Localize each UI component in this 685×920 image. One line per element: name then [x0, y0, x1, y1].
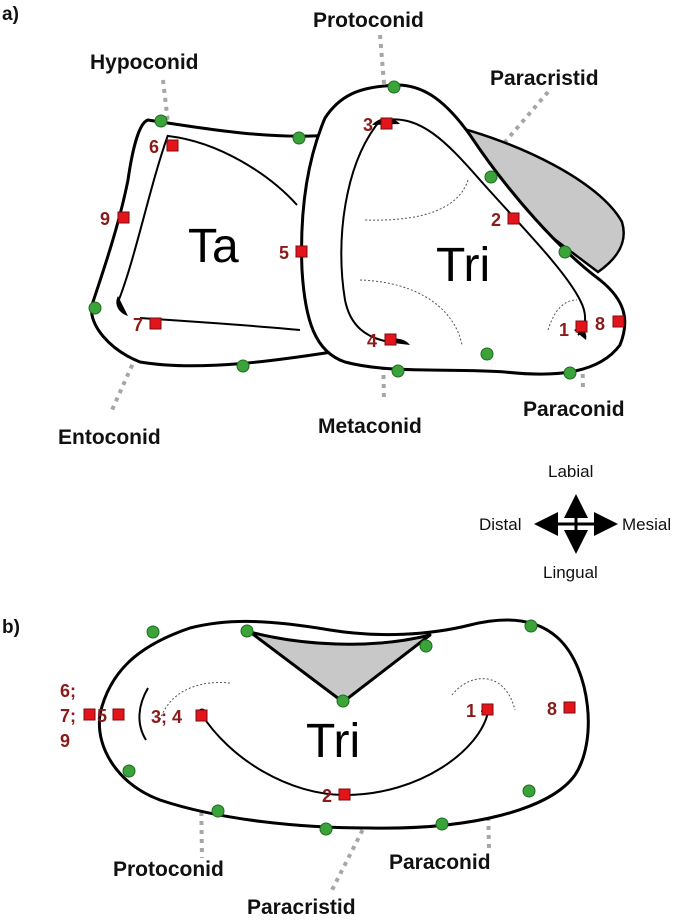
landmark-7	[149, 317, 162, 330]
compass-labial: Labial	[548, 462, 593, 481]
trigonid-inner-crest	[384, 118, 586, 336]
trigonid-label: Tri	[436, 239, 490, 292]
semilandmark-dot	[387, 80, 401, 94]
trigonid-inner-left	[340, 122, 391, 343]
semilandmark-dot	[558, 245, 572, 259]
landmark-number: 3	[363, 115, 373, 135]
semilandmark-dot	[391, 364, 405, 378]
paraconid-label-b: Paraconid	[389, 851, 491, 874]
panel-b-label: b)	[2, 617, 20, 638]
landmark-6-7-9	[83, 708, 96, 721]
landmark-number: 5	[279, 243, 289, 263]
landmark-2	[338, 788, 351, 801]
sulcus-b-2	[451, 678, 516, 711]
semilandmark-dot	[292, 131, 306, 145]
talonid-inner-top	[167, 135, 298, 206]
landmark-number: 8	[595, 314, 605, 334]
paracristid-label-b: Paracristid	[247, 896, 356, 919]
panel-a-label: a)	[2, 4, 19, 25]
panel-b-landmark-numbers: 6; 7; 9 5 3; 4 1 8 2	[60, 681, 557, 806]
landmark-8	[563, 701, 576, 714]
landmark-number: 9	[60, 731, 70, 751]
landmark-number: 1	[466, 701, 476, 721]
landmark-number: 2	[491, 210, 501, 230]
landmark-number: 9	[100, 209, 110, 229]
paracristid-label: Paracristid	[490, 67, 599, 90]
panel-a-landmark-numbers: 1 2 3 4 5 6 7 8 9	[100, 115, 605, 351]
semilandmark-dot	[122, 764, 136, 778]
entoconid-label: Entoconid	[58, 426, 161, 449]
semilandmark-dot	[240, 624, 254, 638]
hypoconid-label: Hypoconid	[90, 51, 199, 74]
landmark-5	[295, 245, 308, 258]
semilandmark-dot	[480, 347, 494, 361]
sulcus-b-1	[159, 681, 231, 721]
protoconid-label-b: Protoconid	[113, 858, 224, 881]
landmark-1	[481, 703, 494, 716]
trigonid-sulcus-1	[364, 179, 469, 221]
semilandmark-dot	[146, 625, 160, 639]
landmark-2	[507, 212, 520, 225]
landmark-8	[612, 315, 625, 328]
protoconid-label: Protoconid	[313, 9, 424, 32]
landmark-number: 1	[559, 320, 569, 340]
semilandmark-dot	[484, 170, 498, 184]
landmark-3-4	[195, 709, 208, 722]
semilandmark-dot	[236, 359, 250, 373]
landmark-5	[112, 708, 125, 721]
landmark-number: 6;	[60, 681, 76, 701]
orientation-compass: Labial Lingual Distal Mesial	[479, 462, 671, 582]
semilandmark-dot	[88, 301, 102, 315]
landmark-number: 3; 4	[151, 707, 182, 727]
semilandmark-dot	[419, 639, 433, 653]
trigonid-label-b: Tri	[306, 715, 360, 768]
entoconid-tip	[116, 296, 128, 316]
landmark-number: 2	[322, 786, 332, 806]
compass-mesial: Mesial	[622, 515, 671, 534]
semilandmark-dot	[211, 804, 225, 818]
landmark-4	[384, 333, 397, 346]
landmark-9	[117, 211, 130, 224]
distal-ridge-b	[138, 687, 149, 741]
panel-b-semilandmarks	[122, 619, 538, 836]
landmark-number: 7;	[60, 706, 76, 726]
semilandmark-dot	[435, 817, 449, 831]
landmark-number: 4	[367, 331, 377, 351]
semilandmark-dot	[522, 784, 536, 798]
compass-distal: Distal	[479, 515, 522, 534]
leader-paracristid	[503, 90, 550, 144]
landmark-number: 7	[133, 315, 143, 335]
trigonid-sulcus-3	[547, 299, 578, 331]
metaconid-label: Metaconid	[318, 415, 422, 438]
talonid-label: Ta	[188, 220, 239, 273]
panel-a-semilandmarks	[88, 80, 577, 380]
semilandmark-dot	[563, 366, 577, 380]
landmark-1	[575, 320, 588, 333]
landmark-number: 8	[547, 699, 557, 719]
talonid-inner-left	[117, 134, 169, 303]
trigonid-outline	[300, 83, 627, 376]
semilandmark-dot	[336, 694, 350, 708]
shaded-wedge-b	[248, 630, 432, 704]
semilandmark-dot	[154, 114, 168, 128]
landmark-number: 6	[149, 137, 159, 157]
landmark-6	[166, 139, 179, 152]
leader-hypoconid	[161, 79, 172, 141]
panel-a-landmarks	[117, 117, 625, 346]
panel-b-landmarks	[83, 701, 576, 801]
semilandmark-dot	[319, 822, 333, 836]
landmark-3	[380, 117, 393, 130]
paraconid-label: Paraconid	[523, 398, 625, 421]
landmark-number: 5	[97, 706, 107, 726]
semilandmark-dot	[524, 619, 538, 633]
compass-lingual: Lingual	[543, 563, 598, 582]
